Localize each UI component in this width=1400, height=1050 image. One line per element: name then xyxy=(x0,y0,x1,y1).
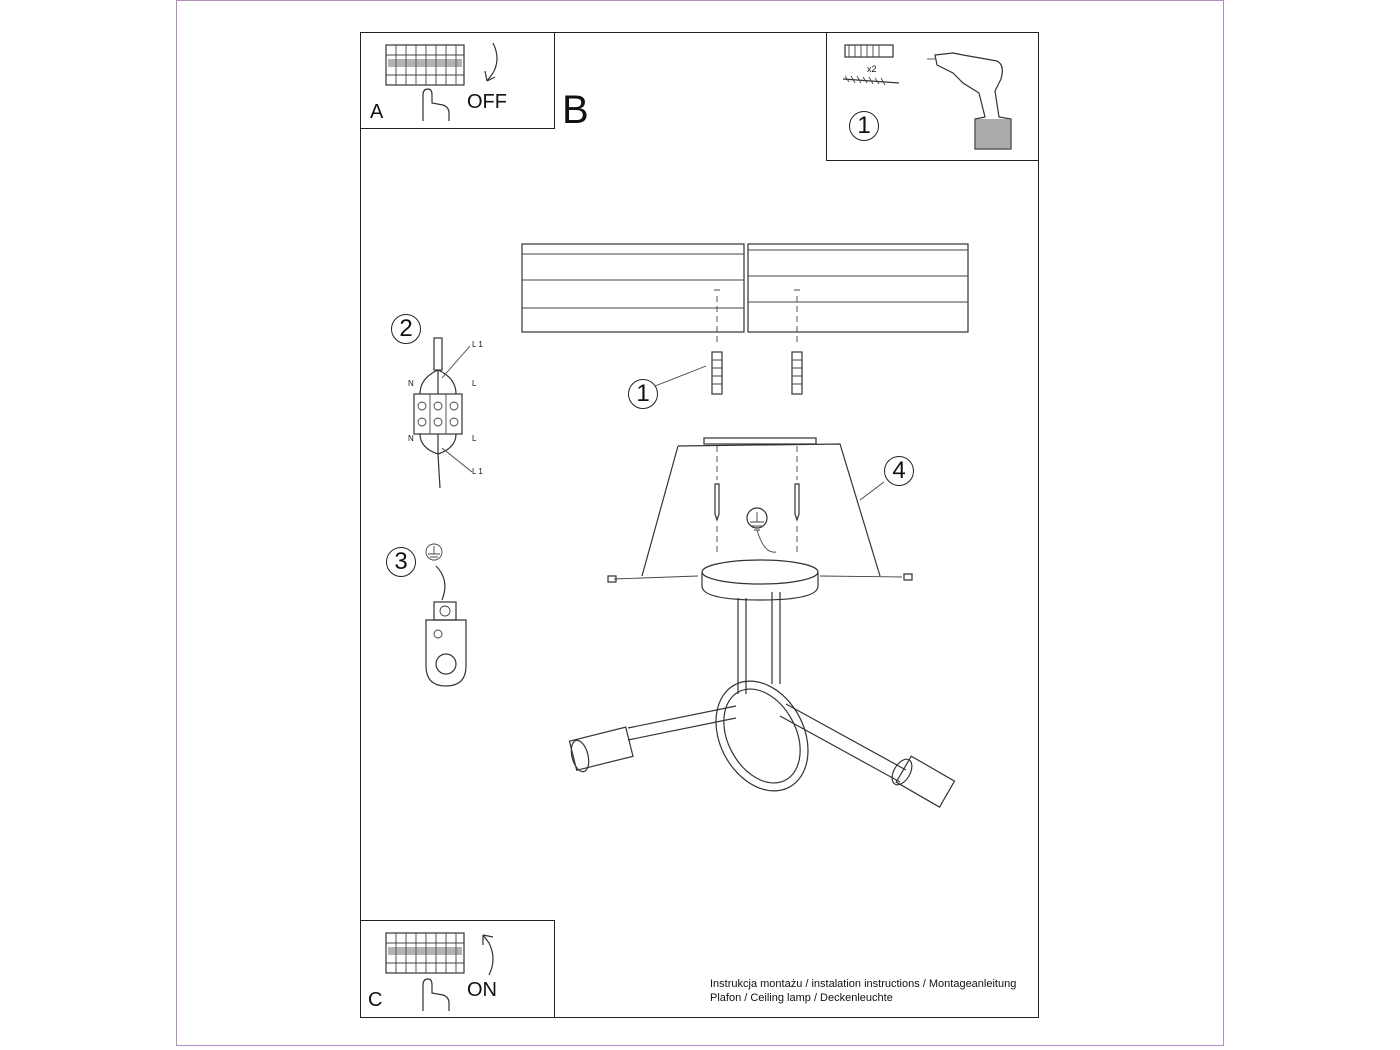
tools-panel: x2 1 xyxy=(826,32,1039,161)
drill-icon xyxy=(927,52,1012,150)
wire-label-l1-bottom: L 1 xyxy=(472,467,483,476)
quantity-label: x2 xyxy=(867,64,877,74)
terminal-block-icon xyxy=(413,337,473,489)
instructions-caption-line2: Plafon / Ceiling lamp / Deckenleuchte xyxy=(710,992,893,1004)
ground-terminal-icon xyxy=(425,543,467,687)
section-c-panel: C ON xyxy=(360,920,555,1018)
section-c-letter: C xyxy=(368,989,383,1011)
on-label: ON xyxy=(467,979,497,1001)
step-1-badge: 1 xyxy=(849,111,879,141)
wire-label-l-bottom: L xyxy=(472,434,477,443)
page-frame xyxy=(176,0,1224,1046)
step-3-badge: 3 xyxy=(386,547,416,577)
step-4-callout: 4 xyxy=(884,456,914,486)
section-b-letter: B xyxy=(562,88,589,132)
wire-label-n-top: N xyxy=(408,379,414,388)
ceiling-mount-diagram xyxy=(521,243,969,808)
section-a-letter: A xyxy=(370,101,384,123)
breaker-panel-off-icon xyxy=(385,42,498,121)
wire-label-l-top: L xyxy=(472,379,477,388)
instruction-sheet xyxy=(360,32,1039,1018)
wall-plug-icon xyxy=(842,44,900,86)
wire-label-n-bottom: N xyxy=(408,434,414,443)
instructions-caption-line1: Instrukcja montażu / instalation instruc… xyxy=(710,978,1017,990)
step-2-badge: 2 xyxy=(391,314,421,344)
step-1-callout: 1 xyxy=(628,379,658,409)
wire-label-l1-top: L 1 xyxy=(472,340,483,349)
breaker-panel-on-icon xyxy=(385,932,494,1011)
off-label: OFF xyxy=(467,91,507,113)
section-a-panel: A OFF xyxy=(360,32,555,129)
